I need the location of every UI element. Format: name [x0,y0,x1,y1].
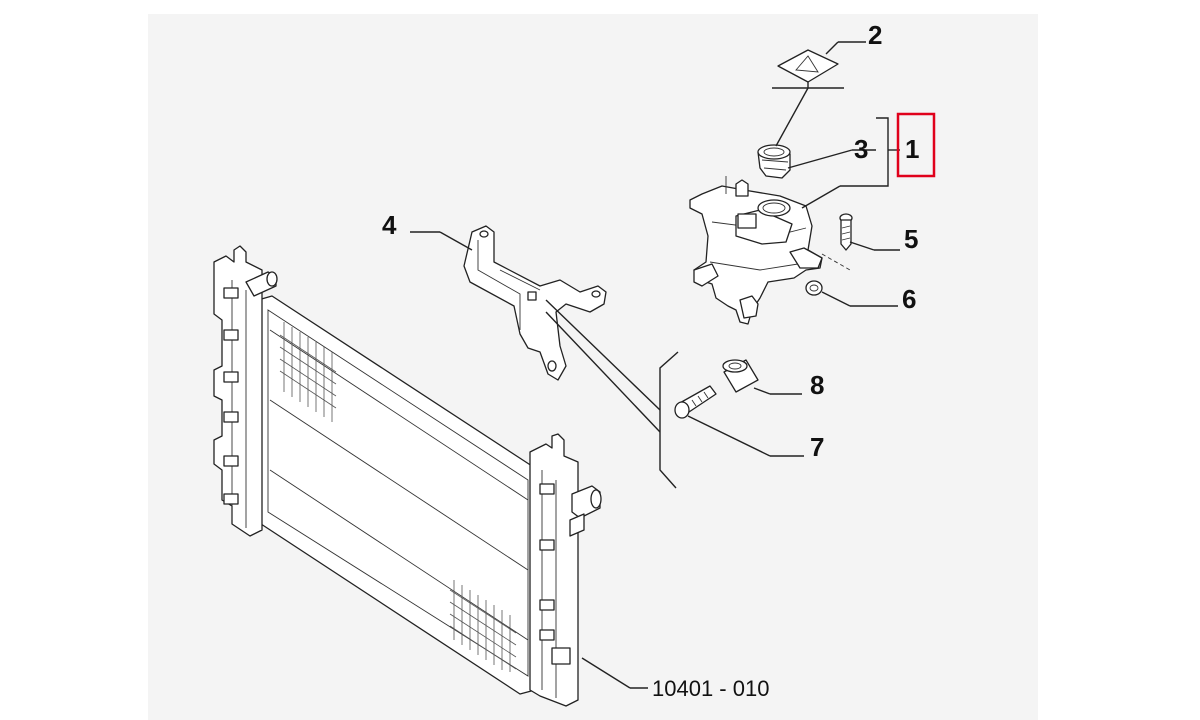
callout-1: 1 [905,134,919,164]
callout-3: 3 [854,134,868,164]
warning-label [772,49,844,147]
filler-cap [757,144,791,179]
radiator [213,245,602,707]
callout-4: 4 [382,210,397,240]
callout-8: 8 [810,370,824,400]
leader-lines [410,41,900,689]
callout-1-highlight-box [896,112,936,178]
callout-2: 2 [868,20,882,50]
callout-5: 5 [904,224,918,254]
grommet [805,280,823,296]
spacer [722,359,759,393]
screw [821,213,853,271]
diagram-reference-code: 10401 - 010 [652,676,769,701]
expansion-tank [689,176,823,325]
bracket [463,225,607,381]
bolt [674,385,717,419]
callout-7: 7 [810,432,824,462]
callout-6: 6 [902,284,916,314]
